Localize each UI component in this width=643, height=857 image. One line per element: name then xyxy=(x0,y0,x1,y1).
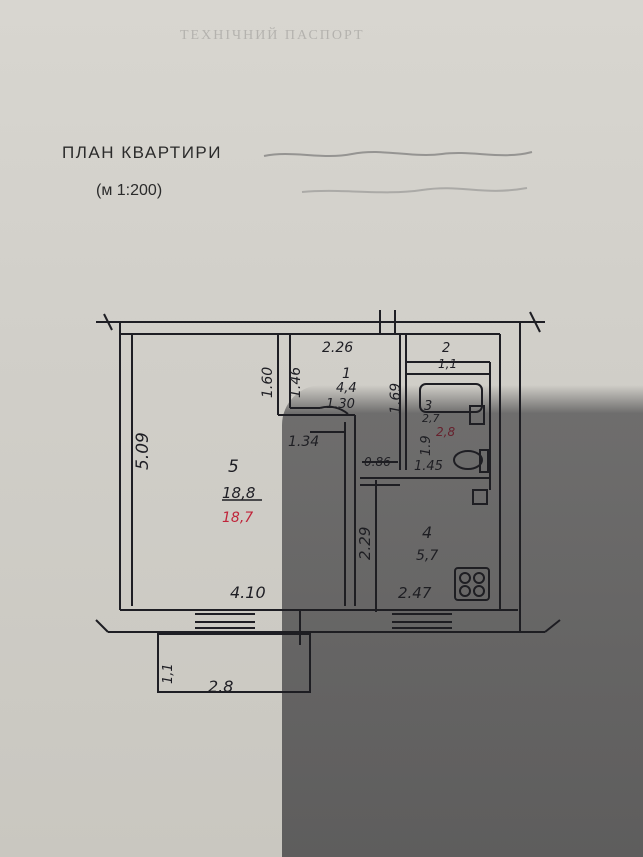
handwritten-scribble xyxy=(263,151,533,194)
dim-balcony-depth: 1,1 xyxy=(161,663,176,684)
plan-title: ПЛАН КВАРТИРИ xyxy=(62,143,222,162)
room5-number: 5 xyxy=(228,457,239,477)
dim-kitchen-height: 2.29 xyxy=(356,527,374,560)
dim-balcony-width: 2.8 xyxy=(208,677,233,696)
dim-corridor-inner: 1.46 xyxy=(288,367,304,398)
dim-door-width: 0.86 xyxy=(364,455,391,469)
dim-corridor-depth: 1.30 xyxy=(326,397,355,412)
room1-number: 1 xyxy=(342,366,351,382)
faded-header-stamp: ТЕХНІЧНИЙ ПАСПОРТ xyxy=(180,28,365,43)
dim-room3-height: 1.9 xyxy=(419,435,434,456)
dim-room5-height: 5.09 xyxy=(133,432,153,470)
dim-room5-width: 4.10 xyxy=(230,583,266,602)
dim-room3-width: 1.45 xyxy=(414,459,443,474)
dim-corridor-bottom: 1.34 xyxy=(288,434,319,450)
dim-room2-3-height: 1.69 xyxy=(388,383,404,414)
room5-corrected-area: 18,7 xyxy=(222,510,253,526)
room3-corrected-area: 2,8 xyxy=(436,425,455,439)
toilet-icon xyxy=(453,450,483,470)
stove-icon xyxy=(454,567,490,601)
room2-number: 2 xyxy=(442,341,450,356)
balcony xyxy=(157,633,311,693)
room5-area: 18,8 xyxy=(222,484,255,502)
room3-area: 2,7 xyxy=(422,412,440,425)
room4-area: 5,7 xyxy=(416,548,438,564)
room2-area: 1,1 xyxy=(438,357,457,371)
plan-scale: (м 1:200) xyxy=(96,182,163,199)
room4-number: 4 xyxy=(422,523,432,542)
room1-area: 4,4 xyxy=(336,381,357,396)
dim-kitchen-width: 2.47 xyxy=(398,584,432,602)
dim-corridor-top: 2.26 xyxy=(322,340,353,356)
sink-icon xyxy=(472,489,488,505)
dim-corridor-left: 1.60 xyxy=(260,367,276,398)
